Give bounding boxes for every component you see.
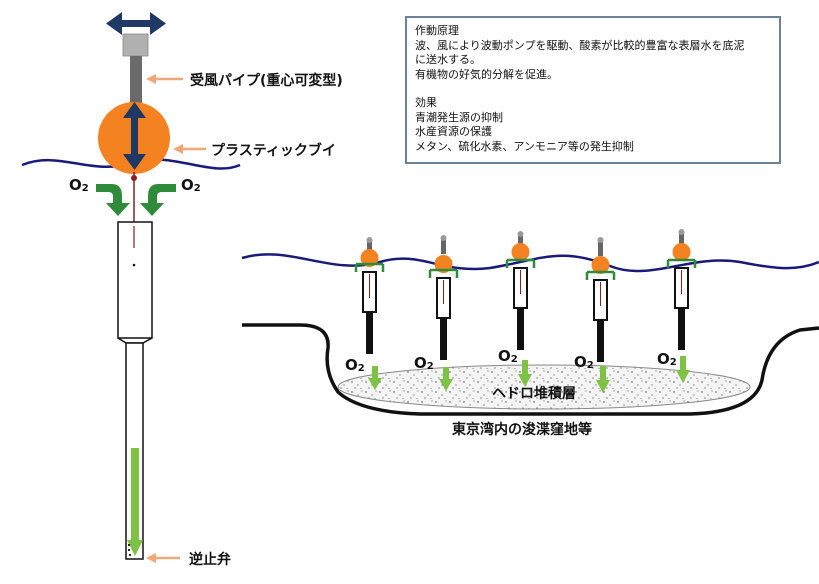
sediment-label: ヘドロ堆積層 bbox=[492, 386, 576, 402]
pointer-buoy-icon bbox=[173, 144, 206, 154]
water-surface-right bbox=[241, 253, 819, 273]
o2-label-pump-3: O2 bbox=[498, 347, 518, 365]
effect-item-2: 水産資源の保護 bbox=[415, 125, 492, 138]
info-box: 作動原理 波、風により波動ポンプを駆動、酸素が比較的豊富な表層水を底泥 に送水す… bbox=[405, 16, 781, 164]
o2-label-pump-4: O2 bbox=[574, 353, 594, 371]
o2-label-right: O2 bbox=[181, 176, 201, 194]
pipe-label: 受風パイプ(重心可変型) bbox=[190, 73, 343, 89]
downflow-arrow-3-icon bbox=[518, 360, 532, 387]
inflow-arrow-left-icon bbox=[96, 184, 130, 216]
pump-unit-3 bbox=[505, 231, 536, 350]
downflow-arrow-1-icon bbox=[368, 366, 382, 390]
principle-title: 作動原理 bbox=[415, 24, 459, 37]
o2-label-pump-2: O2 bbox=[414, 354, 434, 372]
downflow-arrow-2-icon bbox=[439, 367, 453, 391]
pump-detail bbox=[21, 12, 241, 563]
pump-unit-1 bbox=[354, 237, 385, 354]
pump-unit-4 bbox=[585, 237, 616, 362]
pump-unit-2 bbox=[428, 235, 459, 360]
o2-label-pump-1: O2 bbox=[345, 356, 365, 374]
vertical-double-arrow-icon bbox=[123, 102, 146, 170]
downflow-arrow-4-icon bbox=[596, 366, 610, 393]
valve-label: 逆止弁 bbox=[189, 552, 231, 568]
o2-label-left: O2 bbox=[69, 176, 89, 194]
effect-title: 効果 bbox=[415, 96, 437, 109]
buoy-label: プラスティックブイ bbox=[211, 143, 336, 159]
principle-line-3: 有機物の好気的分解を促進。 bbox=[415, 67, 558, 81]
wind-pipe bbox=[130, 56, 142, 114]
check-valve bbox=[127, 543, 132, 557]
pump-unit-5 bbox=[666, 229, 697, 350]
basin-label: 東京湾内の浚渫窪地等 bbox=[452, 422, 592, 438]
pointer-valve-icon bbox=[146, 553, 180, 563]
downflow-arrow-icon bbox=[127, 448, 143, 556]
upper-tube bbox=[117, 221, 153, 339]
principle-line-2: に送水する。 bbox=[415, 53, 481, 66]
inflow-arrow-right-icon bbox=[140, 184, 176, 216]
downflow-arrow-5-icon bbox=[676, 356, 690, 383]
sediment-layer bbox=[337, 364, 751, 410]
horizontal-double-arrow-icon bbox=[106, 12, 166, 35]
principle-line-1: 波、風により波動ポンプを駆動、酸素が比較的豊富な表層水を底泥 bbox=[415, 38, 745, 52]
o2-label-pump-5: O2 bbox=[657, 350, 677, 368]
effect-item-1: 青潮発生源の抑制 bbox=[415, 110, 503, 124]
pointer-pipe-icon bbox=[146, 74, 183, 84]
pipe-cap bbox=[122, 33, 149, 57]
seabed-outline bbox=[242, 323, 819, 416]
field-deployment bbox=[241, 229, 819, 416]
effect-item-3: メタン、硫化水素、アンモニア等の発生抑制 bbox=[415, 139, 634, 153]
